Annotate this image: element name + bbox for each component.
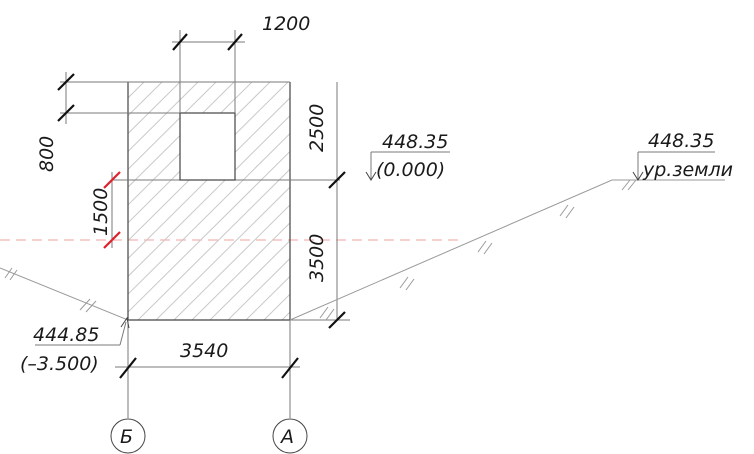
hatch-line: [128, 82, 217, 170]
dimension-lower-height-label: 3500: [306, 234, 328, 282]
dimension-base-width-label: 3540: [180, 340, 228, 362]
hatch-line: [408, 82, 648, 320]
hatch-line: [462, 82, 702, 320]
hatch-line: [173, 204, 290, 320]
axis-b-label: Б: [120, 426, 133, 448]
level-bottom-abs: 444.85: [33, 324, 99, 346]
opening: [179, 112, 236, 181]
hatch-line: [300, 82, 540, 320]
hatch-line: [318, 82, 558, 320]
hatch-line: [372, 82, 612, 320]
hatch-line: [209, 239, 290, 320]
dimension-right: 2500 3500: [290, 82, 350, 329]
dimension-opening-offset: 800: [36, 72, 75, 172]
hatch-line: [191, 222, 290, 320]
hatch-line: [480, 82, 720, 320]
dimension-red: 1500: [90, 171, 121, 249]
hatch-line: [128, 82, 145, 99]
hatch-line: [128, 82, 181, 135]
hatch-line: [354, 82, 594, 320]
hatch-line: [128, 97, 290, 260]
hatch-line: [227, 257, 290, 320]
hatch-line: [534, 82, 754, 320]
dimension-opening-width-label: 1200: [262, 13, 310, 35]
axis-b: Б: [110, 380, 146, 454]
axis-a-circle: [272, 418, 308, 454]
level-ground: 448.35 ур.земли: [632, 130, 733, 181]
level-bottom: 444.85 (–3.500): [20, 316, 130, 375]
level-ground-label: ур.земли: [642, 159, 733, 181]
hatch-line: [155, 186, 290, 320]
hatch-line: [128, 82, 289, 242]
axis-a-label: А: [279, 426, 294, 448]
dimension-upper-height-label: 2500: [306, 104, 328, 152]
level-ground-abs: 448.35: [648, 130, 714, 152]
structure-outline: [60, 81, 340, 321]
hatch-line: [390, 82, 630, 320]
dimension-opening-offset-label: 800: [36, 136, 58, 172]
axis-a: А: [272, 380, 308, 454]
hatch-line: [426, 82, 666, 320]
hatch-line: [498, 82, 738, 320]
hatch-line: [128, 150, 290, 313]
axis-b-circle: [110, 418, 146, 454]
ground-profile: [0, 179, 725, 321]
hatch-line: [263, 293, 290, 320]
hatch-line: [128, 82, 199, 153]
hatch-line: [137, 168, 290, 320]
dimension-red-label: 1500: [90, 188, 112, 236]
hatch-line: [128, 132, 290, 295]
dimension-base-width: 3540: [115, 320, 300, 380]
hatch-line: [245, 275, 290, 320]
concrete-hatching: [128, 82, 754, 320]
dimension-opening-width: 1200: [172, 13, 310, 113]
level-top: 448.35 (0.000): [365, 131, 450, 181]
hatch-line: [128, 115, 290, 278]
level-bottom-rel: (–3.500): [20, 353, 99, 375]
hatch-line: [516, 82, 754, 320]
level-top-abs: 448.35: [382, 131, 448, 153]
level-top-rel: (0.000): [376, 159, 445, 181]
